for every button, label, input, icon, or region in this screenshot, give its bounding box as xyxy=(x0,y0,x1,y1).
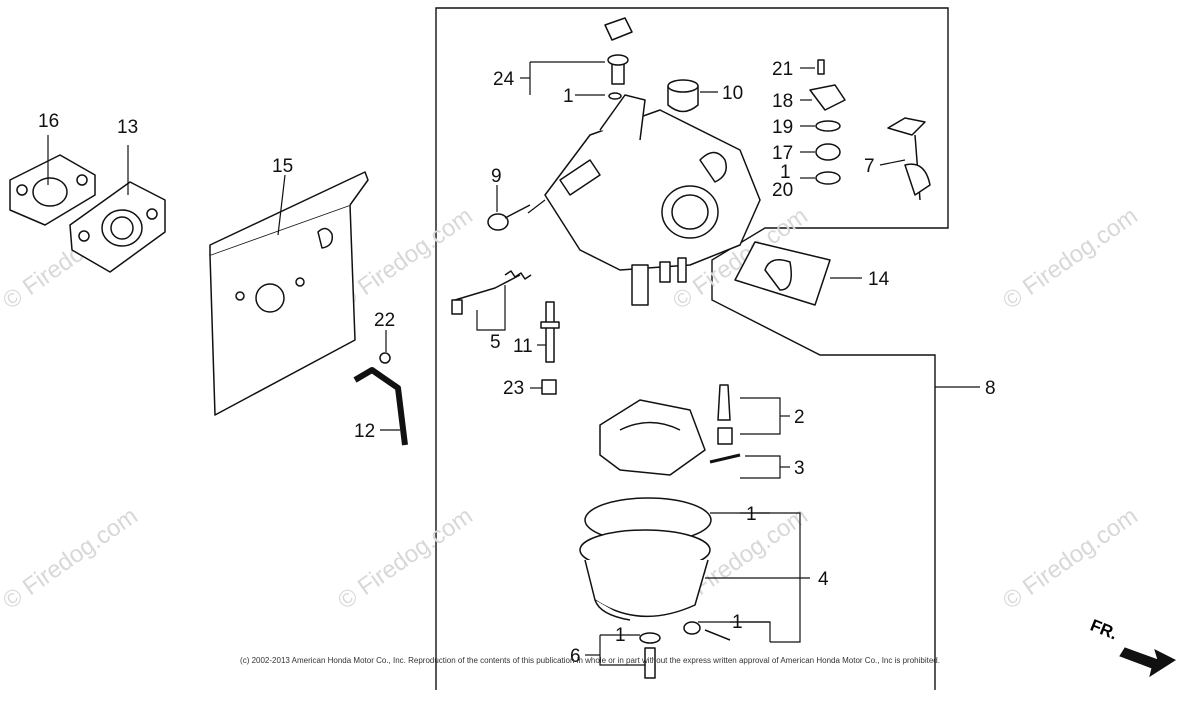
callout-6: 6 xyxy=(570,646,581,667)
part-20-bushing xyxy=(815,171,841,185)
carburetor-body xyxy=(544,94,761,306)
callouts: 24 1 10 21 18 19 17 1 20 7 16 13 15 9 14… xyxy=(38,59,996,667)
watermark-8: © Firedog.com xyxy=(998,502,1143,615)
callout-24: 24 xyxy=(493,69,515,90)
front-arrow-icon xyxy=(1119,647,1177,678)
watermark-2: © Firedog.com xyxy=(333,202,478,315)
part-1-bowl-bolt xyxy=(683,621,731,641)
callout-15: 15 xyxy=(272,156,293,177)
callout-8: 8 xyxy=(985,378,996,399)
part-21-screw xyxy=(817,59,825,75)
callout-12: 12 xyxy=(354,421,375,442)
part-22-clip xyxy=(379,352,391,364)
part-13-insulator xyxy=(69,181,166,273)
callout-17: 17 xyxy=(772,143,793,164)
callout-13: 13 xyxy=(117,117,138,138)
callout-4: 4 xyxy=(818,569,829,590)
callout-22: 22 xyxy=(374,310,395,331)
callout-9: 9 xyxy=(491,166,502,187)
callout-20: 20 xyxy=(772,180,793,201)
part-9-screw xyxy=(487,204,531,231)
watermark-5: © Firedog.com xyxy=(0,502,143,615)
float xyxy=(599,399,706,476)
part-4-float-chamber xyxy=(579,529,711,621)
callout-1-d: 1 xyxy=(732,612,743,633)
part-15-heat-plate xyxy=(209,171,369,416)
part-14-gasket xyxy=(734,241,831,306)
part-17-seal xyxy=(815,143,841,161)
part-18-plate xyxy=(809,84,846,111)
part-16-gasket xyxy=(9,154,96,226)
part-23-main-jet xyxy=(541,379,557,395)
part-7-choke-lever xyxy=(887,117,931,201)
callout-10: 10 xyxy=(722,83,743,104)
copyright-notice: (c) 2002-2013 American Honda Motor Co., … xyxy=(240,656,940,665)
part-10-cap xyxy=(667,79,699,113)
callout-1-a: 1 xyxy=(563,86,574,107)
callout-2: 2 xyxy=(794,407,805,428)
callout-1-c: 1 xyxy=(746,504,757,525)
callout-3: 3 xyxy=(794,458,805,479)
callout-1-b: 1 xyxy=(780,162,791,183)
part-11-main-nozzle xyxy=(540,301,560,363)
watermark-6: © Firedog.com xyxy=(333,502,478,615)
callout-5: 5 xyxy=(490,332,501,353)
callout-1-e: 1 xyxy=(615,625,626,646)
part-3-float-pin xyxy=(709,453,741,464)
watermark-4: © Firedog.com xyxy=(998,202,1143,315)
part-19-washer xyxy=(815,120,841,132)
callout-21: 21 xyxy=(772,59,793,80)
callout-11: 11 xyxy=(513,336,533,357)
part-24-screw xyxy=(604,17,633,100)
part-2-float-valve xyxy=(717,384,733,445)
part-6-drain-screw xyxy=(639,632,661,679)
callout-16: 16 xyxy=(38,111,59,132)
callout-23: 23 xyxy=(503,378,524,399)
callout-14: 14 xyxy=(868,269,890,290)
callout-19: 19 xyxy=(772,117,793,138)
callout-18: 18 xyxy=(772,91,793,112)
part-12-tube xyxy=(353,367,408,446)
watermarks: © Firedog.com © Firedog.com © Firedog.co… xyxy=(0,202,1143,615)
part-5-pilot-screw xyxy=(451,270,532,315)
callout-7: 7 xyxy=(864,156,875,177)
